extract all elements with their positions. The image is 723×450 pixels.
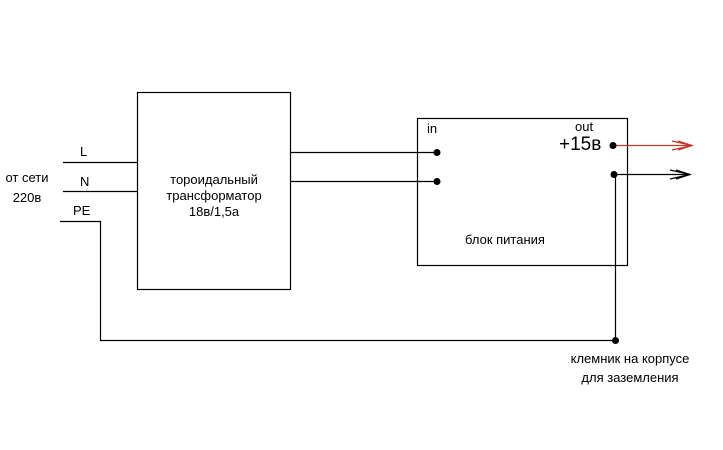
transformer-label: тороидальный трансформатор 18в/1,5а (138, 172, 290, 220)
terminal-out-neg (610, 171, 618, 178)
ground-line1: клемник на корпусе (570, 351, 690, 366)
psu-out-label: out (575, 119, 594, 134)
arrow-pos-icon-2 (677, 140, 694, 151)
psu-box (416, 117, 629, 267)
terminal-out-pos (609, 142, 617, 149)
source-line2: 220в (12, 190, 42, 205)
psu-title: блок питания (465, 232, 545, 247)
source-label: от сети 220в (2, 168, 52, 208)
transformer-line2: трансформатор (166, 188, 262, 203)
ground-line2: для заземления (581, 370, 679, 385)
transformer-line3: 18в/1,5а (188, 204, 240, 219)
psu-in-label: in (427, 121, 438, 136)
source-line1: от сети (5, 170, 49, 185)
label-l: L (80, 144, 88, 159)
terminal-in1 (433, 149, 441, 156)
label-pe: PE (73, 203, 91, 218)
ground-label: клемник на корпусе для заземления (560, 349, 700, 387)
label-n: N (80, 174, 90, 189)
terminal-ground (612, 337, 619, 344)
transformer-box (136, 91, 292, 291)
wire-pe (60, 220, 615, 342)
arrow-neg-icon-2 (675, 169, 692, 180)
terminal-in2 (433, 178, 441, 185)
transformer-line1: тороидальный (170, 172, 258, 187)
psu-voltage-label: +15в (559, 134, 602, 155)
